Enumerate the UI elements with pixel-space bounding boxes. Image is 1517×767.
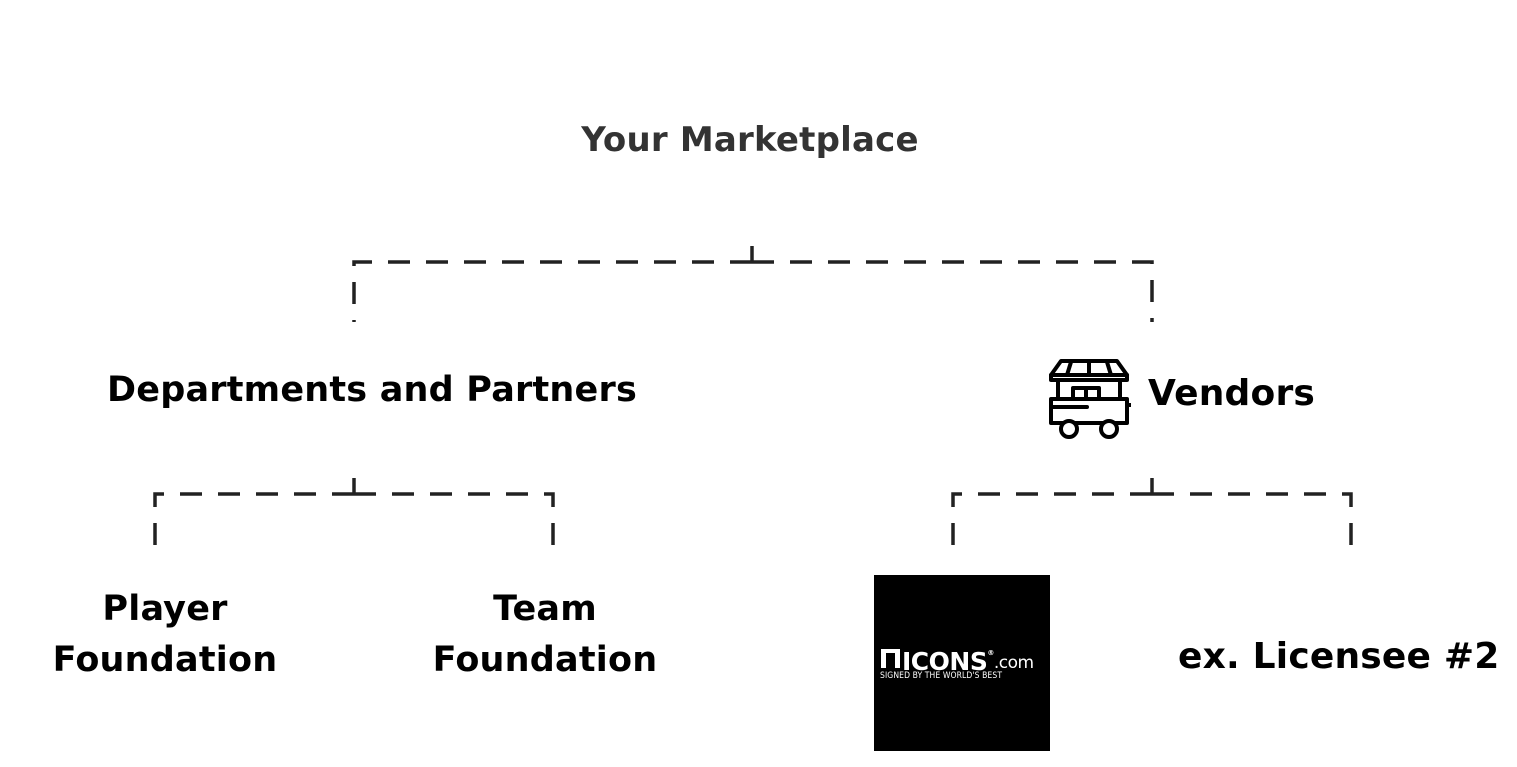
logo-wordmark: ICONS ® .com xyxy=(881,647,1034,676)
connector-root-to-departments xyxy=(352,260,752,322)
logo-wordmark-text: ICONS xyxy=(902,647,988,676)
logo-mark-icon xyxy=(881,649,900,668)
connector-departments-to-player xyxy=(153,492,354,553)
connector-root-to-vendors xyxy=(752,260,1154,322)
logo-tagline: SIGNED BY THE WORLD'S BEST xyxy=(880,671,1003,681)
node-icons-com-logo: ICONS ® .com SIGNED BY THE WORLD'S BEST xyxy=(874,575,1050,751)
node-player-foundation: Player Foundation xyxy=(52,589,278,680)
connector-vendors-to-icons xyxy=(951,492,1152,553)
connector-vendors-to-licensee xyxy=(1152,492,1353,553)
food-cart-icon xyxy=(1049,359,1131,439)
logo-wordmark-suffix: .com xyxy=(993,653,1034,673)
node-vendors: Vendors xyxy=(1148,373,1316,414)
node-licensee-2: ex. Licensee #2 xyxy=(1178,636,1500,677)
registered-mark: ® xyxy=(987,649,994,657)
node-team-foundation: Team Foundation xyxy=(432,589,658,680)
node-departments-and-partners: Departments and Partners xyxy=(107,370,637,410)
diagram-title: Your Marketplace xyxy=(581,120,919,160)
connector-departments-to-team xyxy=(354,492,555,553)
